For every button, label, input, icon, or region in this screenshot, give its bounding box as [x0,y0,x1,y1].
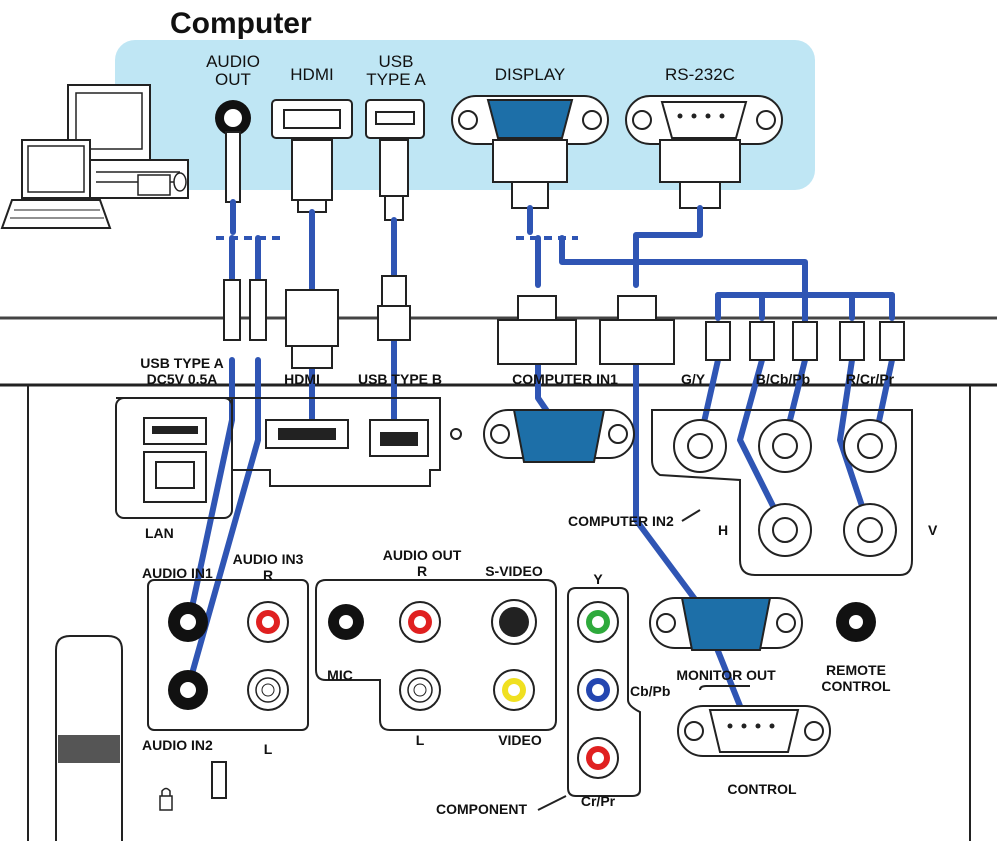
computer-port-labels: AUDIO OUT HDMI USB TYPE A DISPLAY RS-232… [206,52,735,89]
y-label: Y [593,571,603,587]
computer-in1-port [483,409,635,463]
usb-label-2: TYPE A [366,70,426,89]
audio-in3-label: AUDIO IN3 [233,551,304,567]
cable-plugs-projector-side [223,275,905,369]
usb-label-1: USB [379,52,414,71]
kensington-lock-icon [159,787,173,811]
audio-out-label: AUDIO OUT [383,547,462,563]
g-y-label: G/Y [681,371,706,387]
audio-in2-label: AUDIO IN2 [142,737,213,753]
remote-control-label-1: REMOTE [826,662,886,678]
laptop-icon [0,139,112,229]
remote-control-label-2: CONTROL [821,678,891,694]
component-label: COMPONENT [436,801,527,817]
hdmi-in-label: HDMI [284,371,320,387]
lan-usb-block [115,397,441,519]
usb-type-a-label-2: DC5V 0.5A [147,371,218,387]
rs232c-label: RS-232C [665,65,735,84]
audio-in-block [147,579,309,731]
mic-label: MIC [327,667,353,683]
computer-in2-block [651,409,913,576]
usb-type-a-label-1: USB TYPE A [140,355,224,371]
computer-title: Computer [170,7,312,40]
usb-type-b-label: USB TYPE B [358,371,442,387]
audio-in3-l-label: L [264,741,273,757]
h-label: H [718,522,728,538]
cr-pr-label: Cr/Pr [581,793,616,809]
component-block [567,587,641,797]
control-label: CONTROL [727,781,797,797]
monitor-out-label: MONITOR OUT [676,667,776,683]
lan-label: LAN [145,525,174,541]
audio-out-r-label: R [417,563,427,579]
cables [185,199,895,709]
cable-plugs-computer-side [225,131,741,221]
foot-stand [55,635,123,841]
control-port [677,705,831,757]
projector-top-labels: USB TYPE A DC5V 0.5A HDMI USB TYPE B COM… [140,355,894,387]
hdmi-label: HDMI [290,65,333,84]
indicator-hole [450,428,462,440]
video-label: VIDEO [498,732,542,748]
b-cb-pb-label: B/Cb/Pb [756,371,810,387]
computer-in1-label: COMPUTER IN1 [512,371,618,387]
audio-in3-r-label: R [263,567,273,583]
av-block [315,579,557,731]
audio-in1-label: AUDIO IN1 [142,565,213,581]
computer-rs232c-port [625,95,783,145]
r-cr-pr-label: R/Cr/Pr [846,371,895,387]
s-video-label: S-VIDEO [485,563,543,579]
audio-out-label-1: AUDIO [206,52,260,71]
audio-out-l-label: L [416,732,425,748]
monitor-out-port [649,597,803,651]
cb-pb-label: Cb/Pb [630,683,670,699]
computer-in2-label: COMPUTER IN2 [568,513,674,529]
security-bar [211,761,227,799]
computer-display-port [451,95,609,145]
display-label: DISPLAY [495,65,566,84]
v-label: V [928,522,938,538]
audio-out-label-2: OUT [215,70,251,89]
